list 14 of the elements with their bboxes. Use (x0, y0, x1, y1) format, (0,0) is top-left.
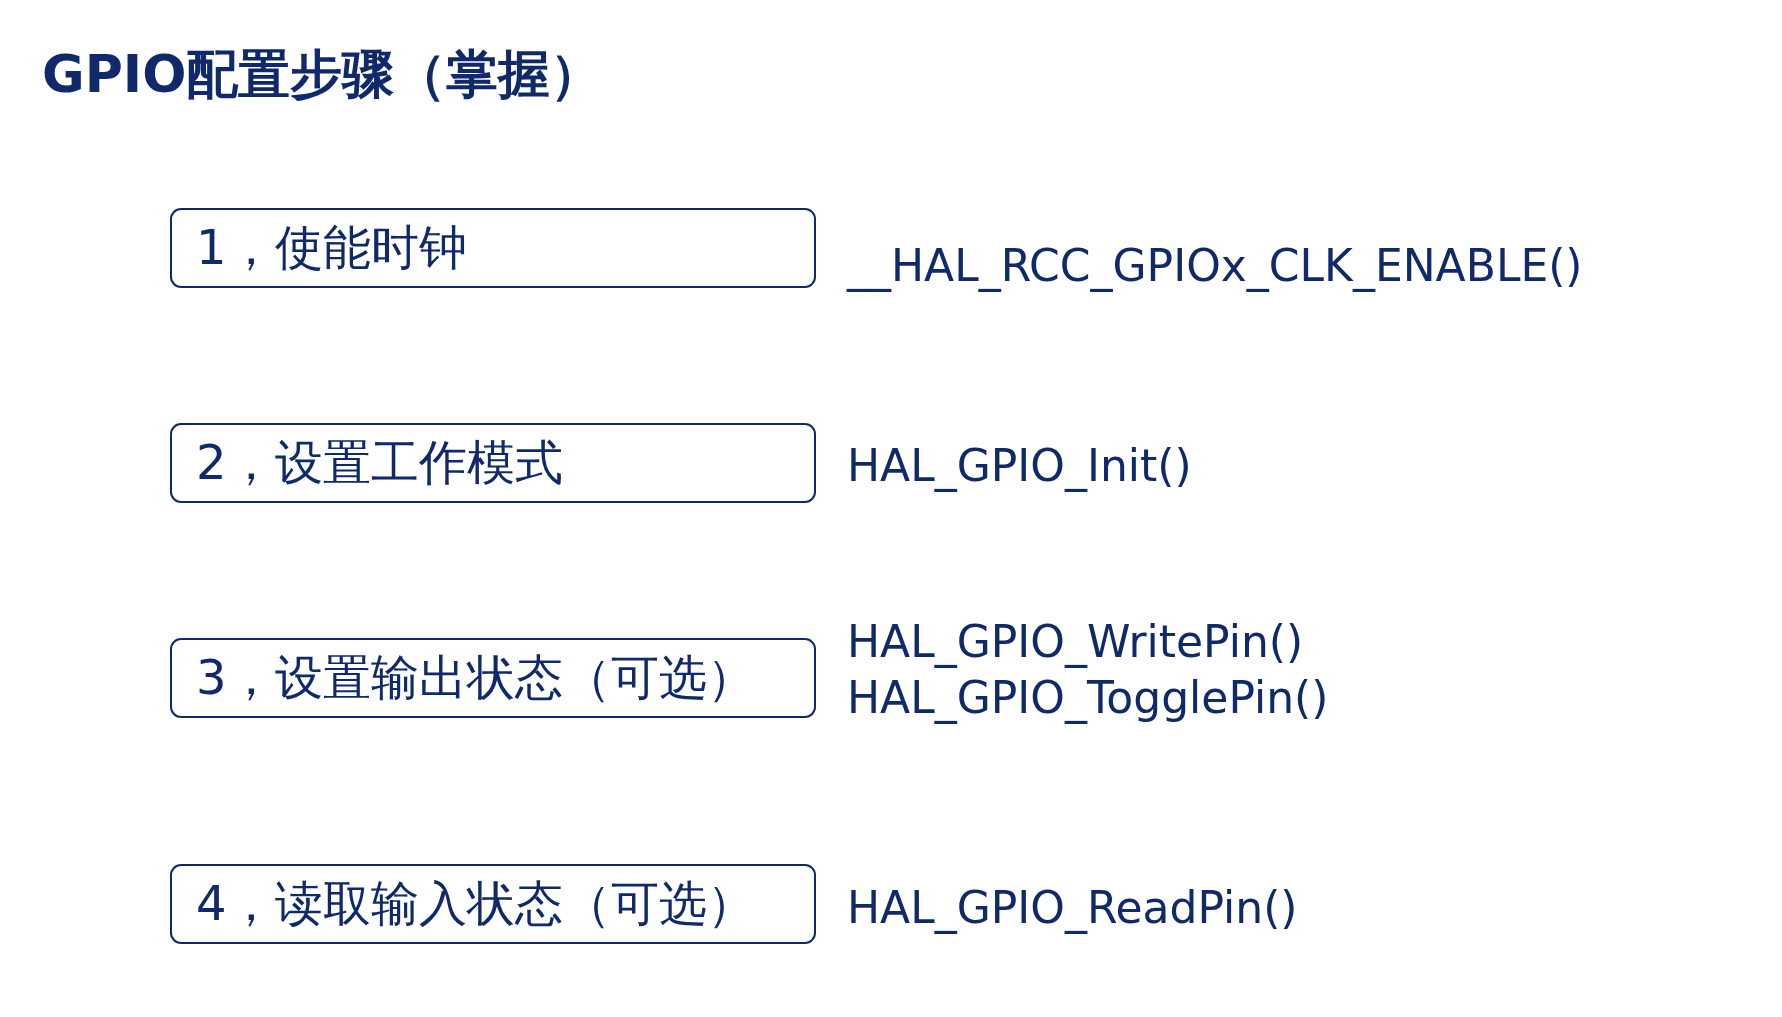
step-label: 3，设置输出状态（可选） (196, 648, 755, 707)
step-box (170, 638, 816, 718)
slide-title: GPIO配置步骤（掌握） (42, 43, 603, 106)
step-label: 4，读取输入状态（可选） (196, 874, 755, 933)
step-label: 1，使能时钟 (196, 218, 467, 277)
step-label: 2，设置工作模式 (196, 433, 563, 492)
function-name: HAL_GPIO_WritePin() (847, 615, 1304, 670)
function-name: HAL_GPIO_TogglePin() (847, 671, 1329, 726)
function-name: HAL_GPIO_Init() (847, 439, 1192, 494)
step-box (170, 864, 816, 944)
function-name: HAL_GPIO_ReadPin() (847, 881, 1298, 936)
step-box (170, 423, 816, 503)
step-box (170, 208, 816, 288)
function-name: __HAL_RCC_GPIOx_CLK_ENABLE() (847, 239, 1583, 294)
